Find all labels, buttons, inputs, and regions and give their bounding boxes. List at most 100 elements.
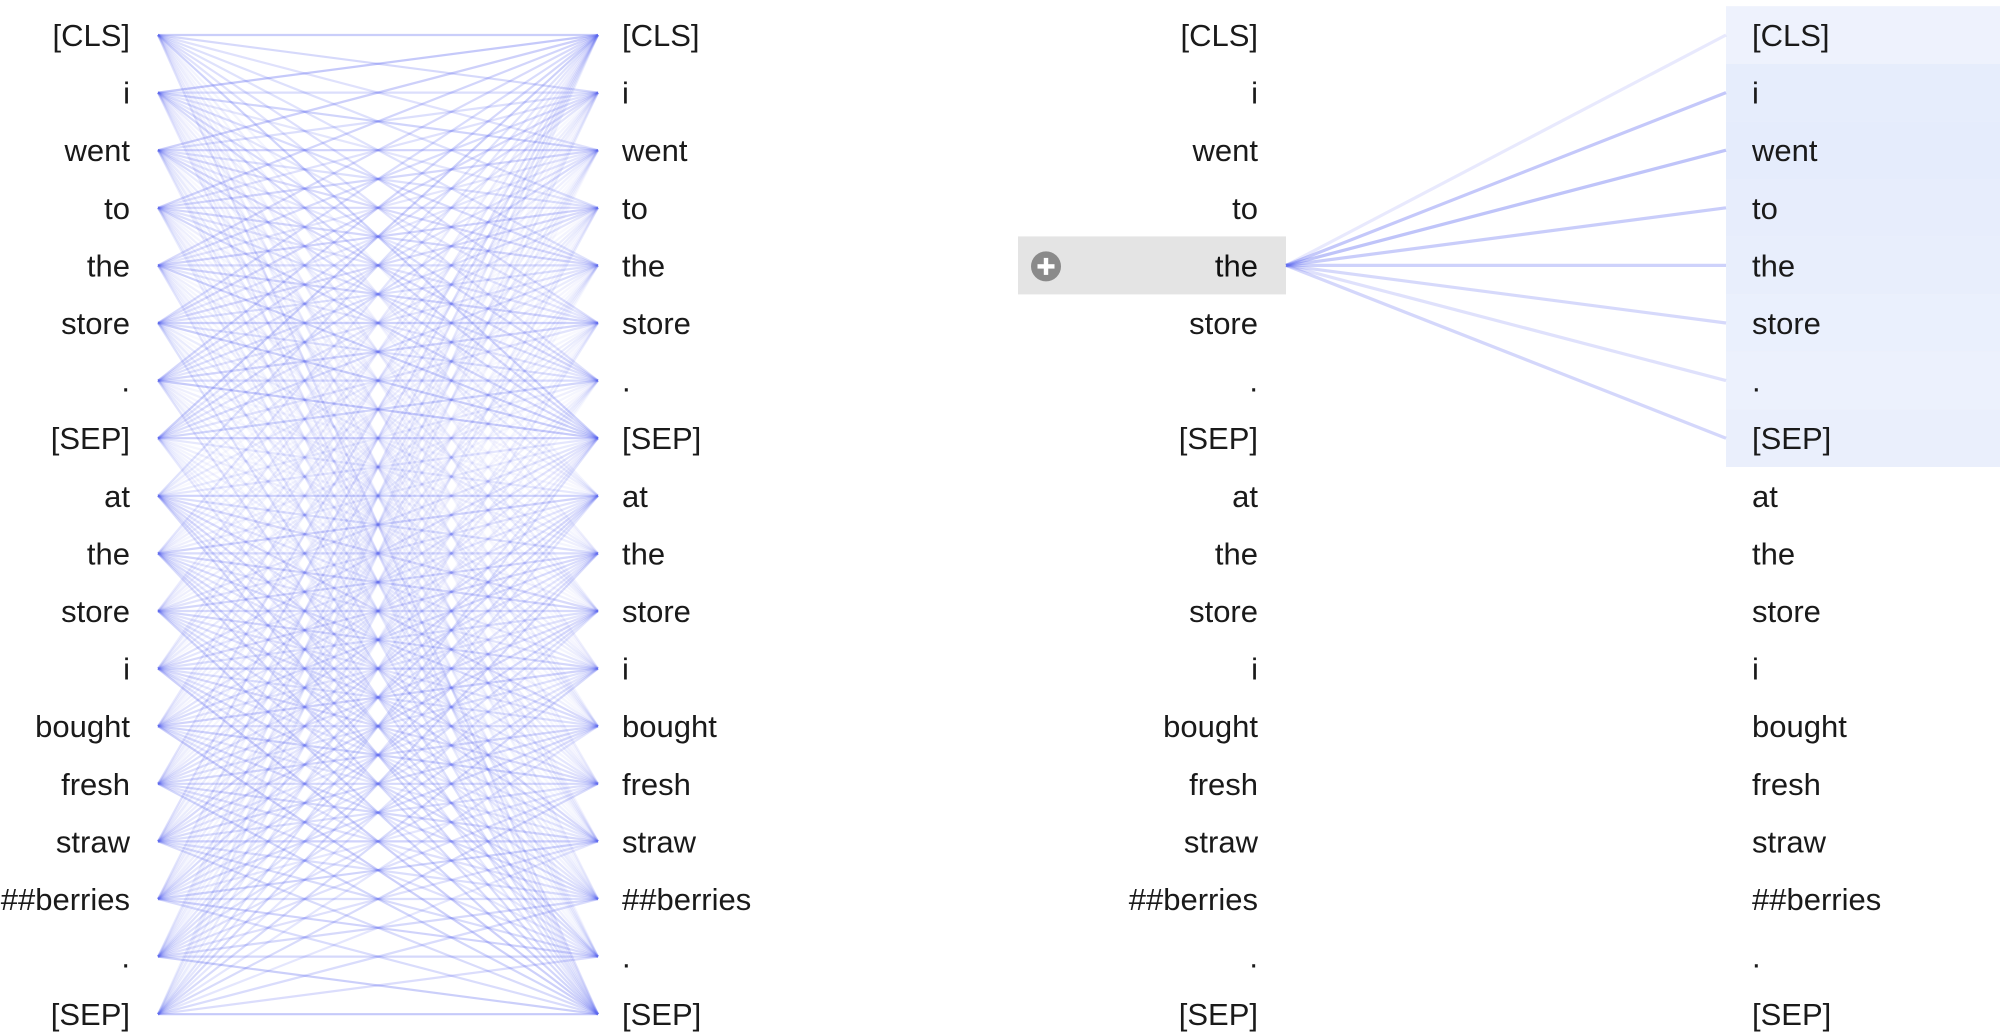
attention-line — [157, 897, 599, 958]
overview-left-token[interactable]: store — [61, 594, 130, 629]
detail-right-token[interactable]: straw — [1752, 824, 1827, 859]
detail-left-token[interactable]: ##berries — [1129, 882, 1258, 917]
attention-line — [157, 322, 599, 555]
attention-line — [157, 552, 599, 1015]
detail-right-token[interactable]: went — [1751, 133, 1818, 168]
detail-right-token[interactable]: the — [1752, 248, 1795, 283]
attention-line — [157, 91, 599, 152]
overview-right-token[interactable]: [CLS] — [622, 18, 700, 53]
overview-left-token[interactable]: straw — [56, 824, 131, 859]
overview-right-token[interactable]: to — [622, 191, 648, 226]
detail-right-token[interactable]: [CLS] — [1752, 18, 1830, 53]
detail-right-token[interactable]: i — [1752, 652, 1759, 687]
overview-right-token[interactable]: . — [622, 364, 631, 399]
overview-right-token[interactable]: fresh — [622, 767, 691, 802]
detail-left-token[interactable]: [SEP] — [1179, 421, 1258, 456]
overview-left-token[interactable]: [SEP] — [51, 997, 130, 1032]
detail-left-token[interactable]: i — [1251, 652, 1258, 687]
attention-line — [157, 667, 599, 958]
overview-right-token[interactable]: store — [622, 306, 691, 341]
detail-left-token[interactable]: fresh — [1189, 767, 1258, 802]
overview-left-token[interactable]: the — [87, 536, 130, 571]
attention-line — [157, 552, 599, 958]
detail-left-token[interactable]: [SEP] — [1179, 997, 1258, 1032]
overview-left-token[interactable]: i — [123, 652, 130, 687]
detail-left-token[interactable]: straw — [1184, 824, 1259, 859]
detail-right-token[interactable]: bought — [1752, 709, 1847, 744]
overview-left-token[interactable]: store — [61, 306, 130, 341]
detail-right-token[interactable]: ##berries — [1752, 882, 1881, 917]
detail-left-token[interactable]: i — [1251, 76, 1258, 111]
overview-left-token[interactable]: i — [123, 76, 130, 111]
overview-left-token[interactable]: ##berries — [1, 882, 130, 917]
overview-left-token[interactable]: . — [121, 940, 130, 975]
overview-left-token[interactable]: went — [64, 133, 131, 168]
overview-right-token[interactable]: i — [622, 76, 629, 111]
attention-line — [157, 437, 599, 555]
detail-right-token[interactable]: fresh — [1752, 767, 1821, 802]
overview-left-token[interactable]: [CLS] — [52, 18, 130, 53]
detail-left-token[interactable]: to — [1232, 191, 1258, 226]
attention-line — [157, 897, 599, 958]
selected-attention-line — [1285, 91, 1727, 267]
attention-line — [157, 494, 599, 900]
overview-right-token[interactable]: [SEP] — [622, 421, 701, 456]
overview-right-token[interactable]: [SEP] — [622, 997, 701, 1032]
attention-line — [157, 207, 599, 1015]
detail-left-token[interactable]: store — [1189, 594, 1258, 629]
attention-line — [157, 379, 599, 555]
detail-right-token[interactable]: store — [1752, 306, 1821, 341]
detail-right-token[interactable]: [SEP] — [1752, 997, 1831, 1032]
overview-left-token[interactable]: . — [121, 364, 130, 399]
attention-line — [157, 725, 599, 785]
detail-right-token[interactable]: store — [1752, 594, 1821, 629]
attention-line — [157, 149, 599, 842]
detail-left-token[interactable]: store — [1189, 306, 1258, 341]
detail-left-token[interactable]: . — [1249, 364, 1258, 399]
detail-left-token[interactable]: went — [1192, 133, 1259, 168]
attention-line — [157, 610, 599, 1016]
detail-left-token[interactable]: at — [1232, 479, 1258, 514]
overview-right-token[interactable]: straw — [622, 824, 697, 859]
detail-right-token[interactable]: at — [1752, 479, 1778, 514]
overview-right-token[interactable]: . — [622, 940, 631, 975]
attention-line — [157, 552, 599, 728]
overview-right-token[interactable]: bought — [622, 709, 717, 744]
detail-right-token[interactable]: to — [1752, 191, 1778, 226]
overview-right-token[interactable]: the — [622, 536, 665, 571]
overview-right-token[interactable]: the — [622, 248, 665, 283]
attention-line — [157, 264, 599, 555]
overview-right-token[interactable]: i — [622, 652, 629, 687]
detail-right-token[interactable]: the — [1752, 536, 1795, 571]
overview-right-token[interactable]: went — [621, 133, 688, 168]
overview-left-token[interactable]: at — [104, 479, 130, 514]
attention-line — [157, 322, 599, 785]
detail-left-token[interactable]: bought — [1163, 709, 1258, 744]
detail-right-token[interactable]: i — [1752, 76, 1759, 111]
overview-left-token[interactable]: [SEP] — [51, 421, 130, 456]
detail-right-token[interactable]: . — [1752, 364, 1761, 399]
attention-line — [157, 552, 599, 843]
overview-right-token[interactable]: ##berries — [622, 882, 751, 917]
overview-left-token[interactable]: the — [87, 248, 130, 283]
attention-line — [157, 91, 599, 612]
overview-left-token[interactable]: to — [104, 191, 130, 226]
detail-right-token[interactable]: . — [1752, 940, 1761, 975]
detail-left-token[interactable]: [CLS] — [1180, 18, 1258, 53]
selected-row-background[interactable] — [1018, 236, 1286, 295]
plus-circle-icon[interactable] — [1031, 251, 1061, 282]
overview-left-token[interactable]: fresh — [61, 767, 130, 802]
detail-selected-row[interactable] — [1018, 236, 1286, 295]
attention-line — [157, 149, 599, 1015]
detail-left-token[interactable]: . — [1249, 940, 1258, 975]
attention-line — [157, 667, 599, 900]
selected-token[interactable]: the — [1215, 248, 1258, 283]
attention-line — [157, 91, 599, 727]
attention-line — [157, 92, 599, 900]
detail-left-token[interactable]: the — [1215, 536, 1258, 571]
attention-line — [157, 379, 599, 958]
overview-right-token[interactable]: store — [622, 594, 691, 629]
overview-left-token[interactable]: bought — [35, 709, 130, 744]
overview-right-token[interactable]: at — [622, 479, 648, 514]
detail-right-token[interactable]: [SEP] — [1752, 421, 1831, 456]
